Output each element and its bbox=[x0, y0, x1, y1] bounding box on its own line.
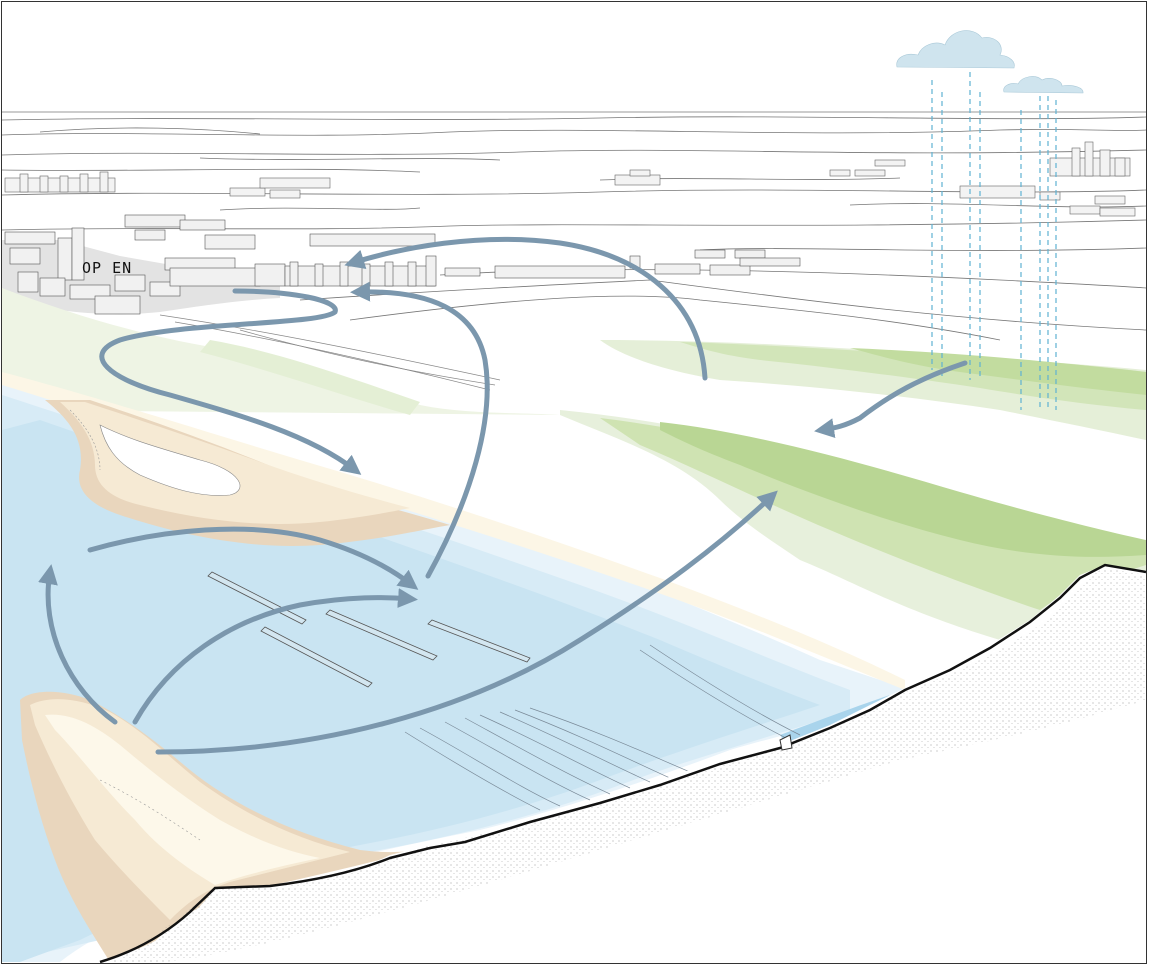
flow-arrow-inland-to-city bbox=[344, 236, 708, 381]
sand-spit-north bbox=[45, 400, 450, 546]
flow-arrow-rain-to-field bbox=[814, 360, 968, 439]
distant-buildings bbox=[4, 141, 1136, 217]
bathymetry-lines bbox=[404, 644, 801, 811]
flow-arrow-spit-to-north bbox=[38, 564, 118, 725]
wetland-fields bbox=[2, 288, 1146, 640]
flow-arrow-city-to-beach bbox=[99, 288, 362, 475]
flow-arrow-spit-to-fields bbox=[155, 490, 778, 755]
city bbox=[2, 214, 801, 315]
sand-spit-south bbox=[20, 691, 440, 962]
flow-arrow-sea-to-city bbox=[350, 281, 490, 579]
flow-arrow-bay-to-breakwater bbox=[87, 526, 419, 590]
cross-section bbox=[65, 563, 1147, 964]
flow-arrow-spit-to-sea bbox=[132, 588, 418, 725]
rain-cloud-icon bbox=[896, 30, 1084, 410]
city-label: OP EN bbox=[82, 259, 133, 277]
flow-arrows bbox=[38, 236, 968, 755]
pier-post bbox=[779, 734, 793, 751]
